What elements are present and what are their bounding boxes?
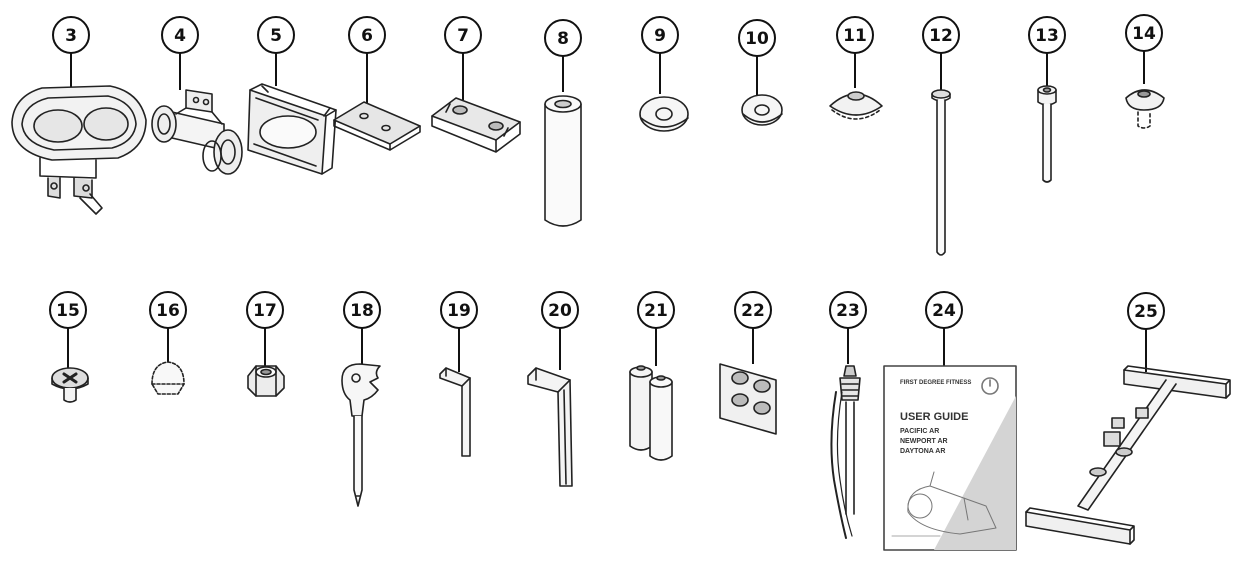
callouts: 3 4 5 6 7 8 9 10 11 12 13 14 15 16 17 18 19 20 21 22 23 24 25 [49, 14, 1165, 372]
callout-number-11: 11 [843, 26, 867, 46]
callout-number-23: 23 [836, 301, 860, 321]
callout-circle-21 [637, 291, 675, 329]
part-drawing-19 [439, 367, 471, 457]
user-guide-model-2: NEWPORT AR [900, 438, 948, 445]
user-guide-title: USER GUIDE [900, 411, 968, 423]
callout-number-3: 3 [65, 26, 77, 46]
part-drawing-24 [883, 365, 1017, 551]
part-drawing-10 [741, 94, 783, 126]
part-drawing-9 [639, 96, 689, 132]
callout-number-16: 16 [156, 301, 180, 321]
part-drawing-22 [719, 363, 777, 435]
callout-number-17: 17 [253, 301, 277, 321]
callout-circle-16 [149, 291, 187, 329]
part-drawing-7 [431, 97, 521, 153]
callout-number-12: 12 [929, 26, 953, 46]
part-drawing-4 [151, 89, 243, 175]
part-drawing-25 [1025, 365, 1231, 545]
callout-number-19: 19 [447, 301, 471, 321]
callout-number-6: 6 [361, 26, 373, 46]
callout-number-22: 22 [741, 301, 765, 321]
part-drawing-20 [527, 367, 573, 487]
callout-circle-10 [738, 19, 776, 57]
callout-number-7: 7 [457, 26, 469, 46]
user-guide-model-1: PACIFIC AR [900, 428, 939, 435]
part-drawing-17 [247, 365, 285, 397]
callout-circle-3 [52, 16, 90, 54]
callout-circle-19 [440, 291, 478, 329]
callout-number-18: 18 [350, 301, 374, 321]
callout-circle-12 [922, 16, 960, 54]
callout-circle-5 [257, 16, 295, 54]
part-drawing-11 [829, 91, 883, 120]
part-drawing-16 [151, 361, 185, 395]
callout-number-15: 15 [56, 301, 80, 321]
callout-number-9: 9 [654, 26, 666, 46]
part-drawing-8 [544, 95, 582, 227]
part-drawings [11, 83, 1231, 551]
callout-circle-25 [1127, 292, 1165, 330]
callout-number-14: 14 [1132, 24, 1156, 44]
callout-number-21: 21 [644, 301, 668, 321]
user-guide-brand: FIRST DEGREE FITNESS [900, 380, 971, 386]
part-drawing-14 [1125, 89, 1165, 129]
callout-circle-4 [161, 16, 199, 54]
callout-circle-20 [541, 291, 579, 329]
callout-number-8: 8 [557, 29, 569, 49]
callout-circle-11 [836, 16, 874, 54]
callout-circle-17 [246, 291, 284, 329]
callout-circle-7 [444, 16, 482, 54]
callout-circle-9 [641, 16, 679, 54]
part-drawing-23 [830, 365, 861, 539]
part-drawing-21 [629, 365, 673, 461]
callout-circle-15 [49, 291, 87, 329]
callout-circle-24 [925, 291, 963, 329]
callout-number-25: 25 [1134, 302, 1158, 322]
part-drawing-6 [333, 101, 421, 151]
part-drawing-5 [247, 83, 337, 175]
user-guide-model-3: DAYTONA AR [900, 448, 945, 455]
part-drawing-12 [931, 89, 951, 256]
callout-circle-6 [348, 16, 386, 54]
part-drawing-18 [341, 363, 381, 507]
callout-circle-18 [343, 291, 381, 329]
part-drawing-13 [1037, 85, 1057, 183]
callout-circle-13 [1028, 16, 1066, 54]
callout-number-10: 10 [745, 29, 769, 49]
callout-number-4: 4 [174, 26, 186, 46]
callout-number-24: 24 [932, 301, 956, 321]
callout-number-5: 5 [270, 26, 282, 46]
callout-circle-14 [1125, 14, 1163, 52]
part-drawing-15 [51, 367, 89, 403]
callout-number-13: 13 [1035, 26, 1059, 46]
callout-circle-8 [544, 19, 582, 57]
part-drawing-3 [11, 85, 147, 215]
callout-number-20: 20 [548, 301, 572, 321]
callout-circle-22 [734, 291, 772, 329]
callout-circle-23 [829, 291, 867, 329]
user-guide-cover: FIRST DEGREE FITNESS USER GUIDE PACIFIC … [900, 380, 971, 455]
